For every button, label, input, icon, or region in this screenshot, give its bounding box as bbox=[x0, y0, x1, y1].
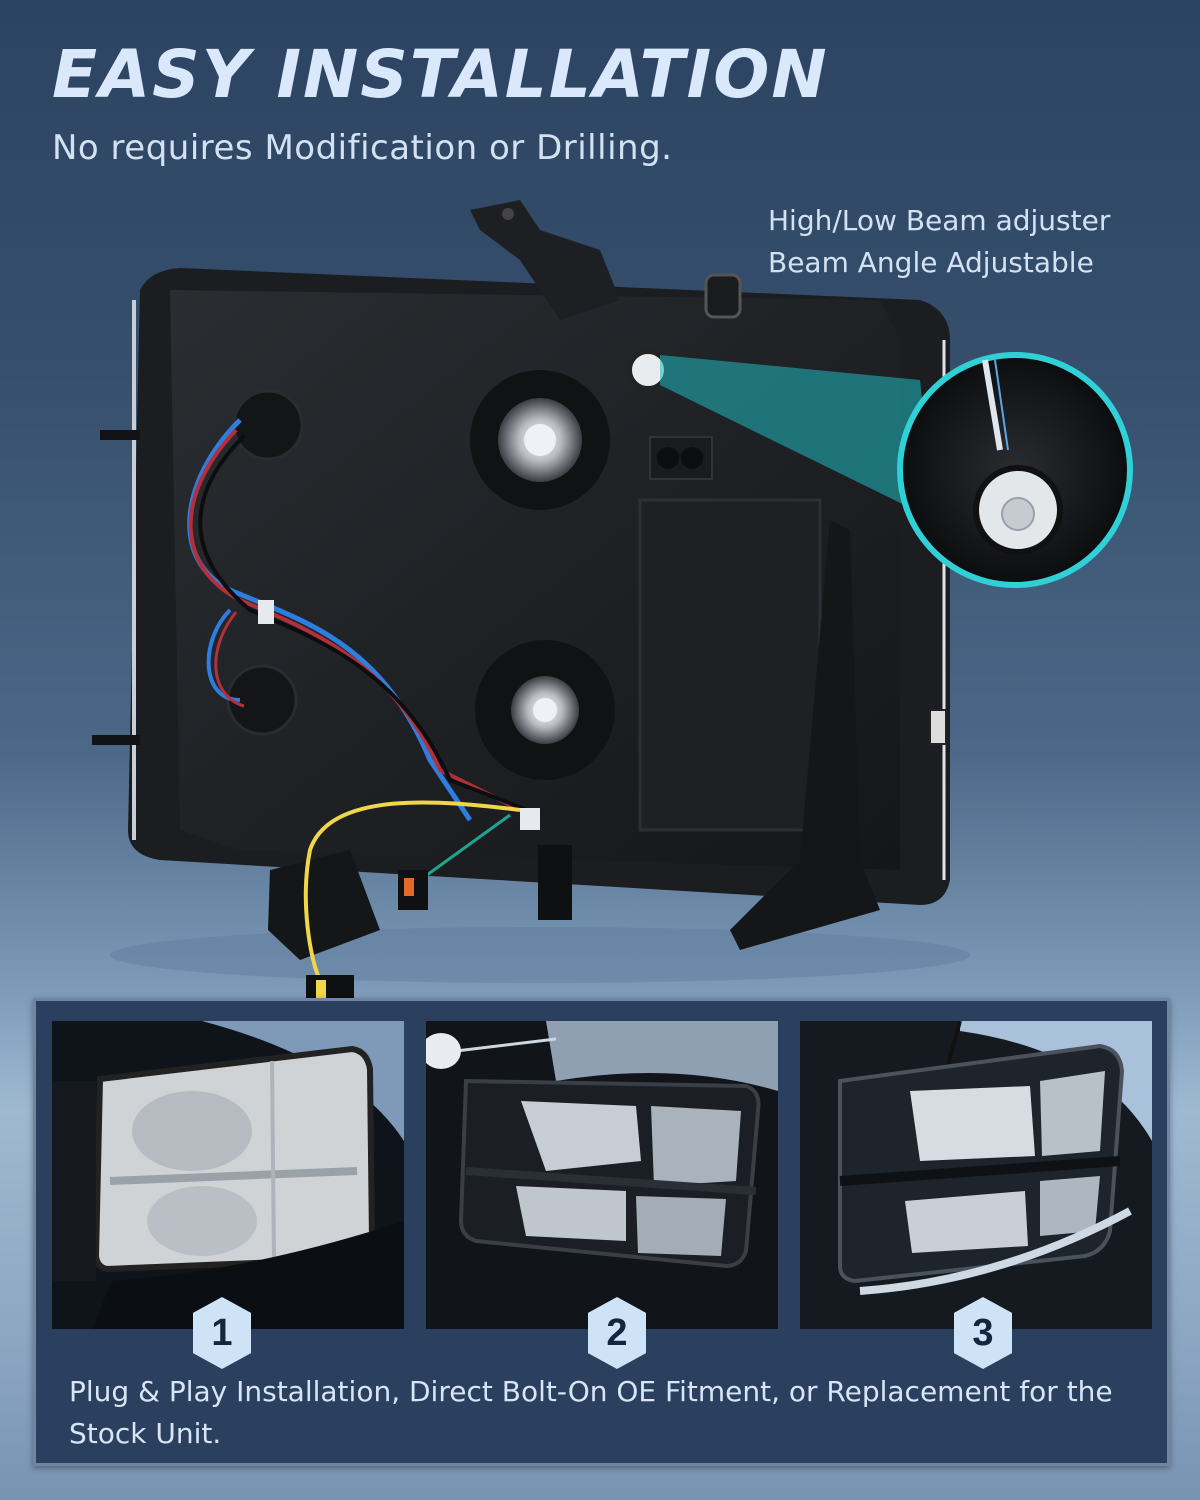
steps-caption: Plug & Play Installation, Direct Bolt-On… bbox=[69, 1375, 1113, 1450]
installed-headlight-image bbox=[800, 1021, 1152, 1329]
page-title: EASY INSTALLATION bbox=[52, 36, 829, 113]
installation-steps-panel: 1 2 3 Plug & Play Installation, Direct B… bbox=[33, 998, 1170, 1466]
headlight-product-image bbox=[0, 190, 1200, 1010]
step-3-badge: 3 bbox=[954, 1297, 1012, 1369]
step-1-photo bbox=[52, 1021, 404, 1329]
step-2-photo bbox=[426, 1021, 778, 1329]
step-3-photo bbox=[800, 1021, 1152, 1329]
stock-headlight-image bbox=[52, 1021, 404, 1329]
beam-adjuster-callout: High/Low Beam adjuster Beam Angle Adjust… bbox=[768, 200, 1110, 284]
page-subtitle: No requires Modification or Drilling. bbox=[52, 128, 673, 168]
step-2-badge: 2 bbox=[588, 1297, 646, 1369]
step-1-badge: 1 bbox=[193, 1297, 251, 1369]
callout-line-2: Beam Angle Adjustable bbox=[768, 246, 1094, 279]
installing-headlight-image bbox=[426, 1021, 778, 1329]
callout-line-1: High/Low Beam adjuster bbox=[768, 204, 1111, 237]
headlight-housing-illustration bbox=[92, 200, 1133, 1009]
